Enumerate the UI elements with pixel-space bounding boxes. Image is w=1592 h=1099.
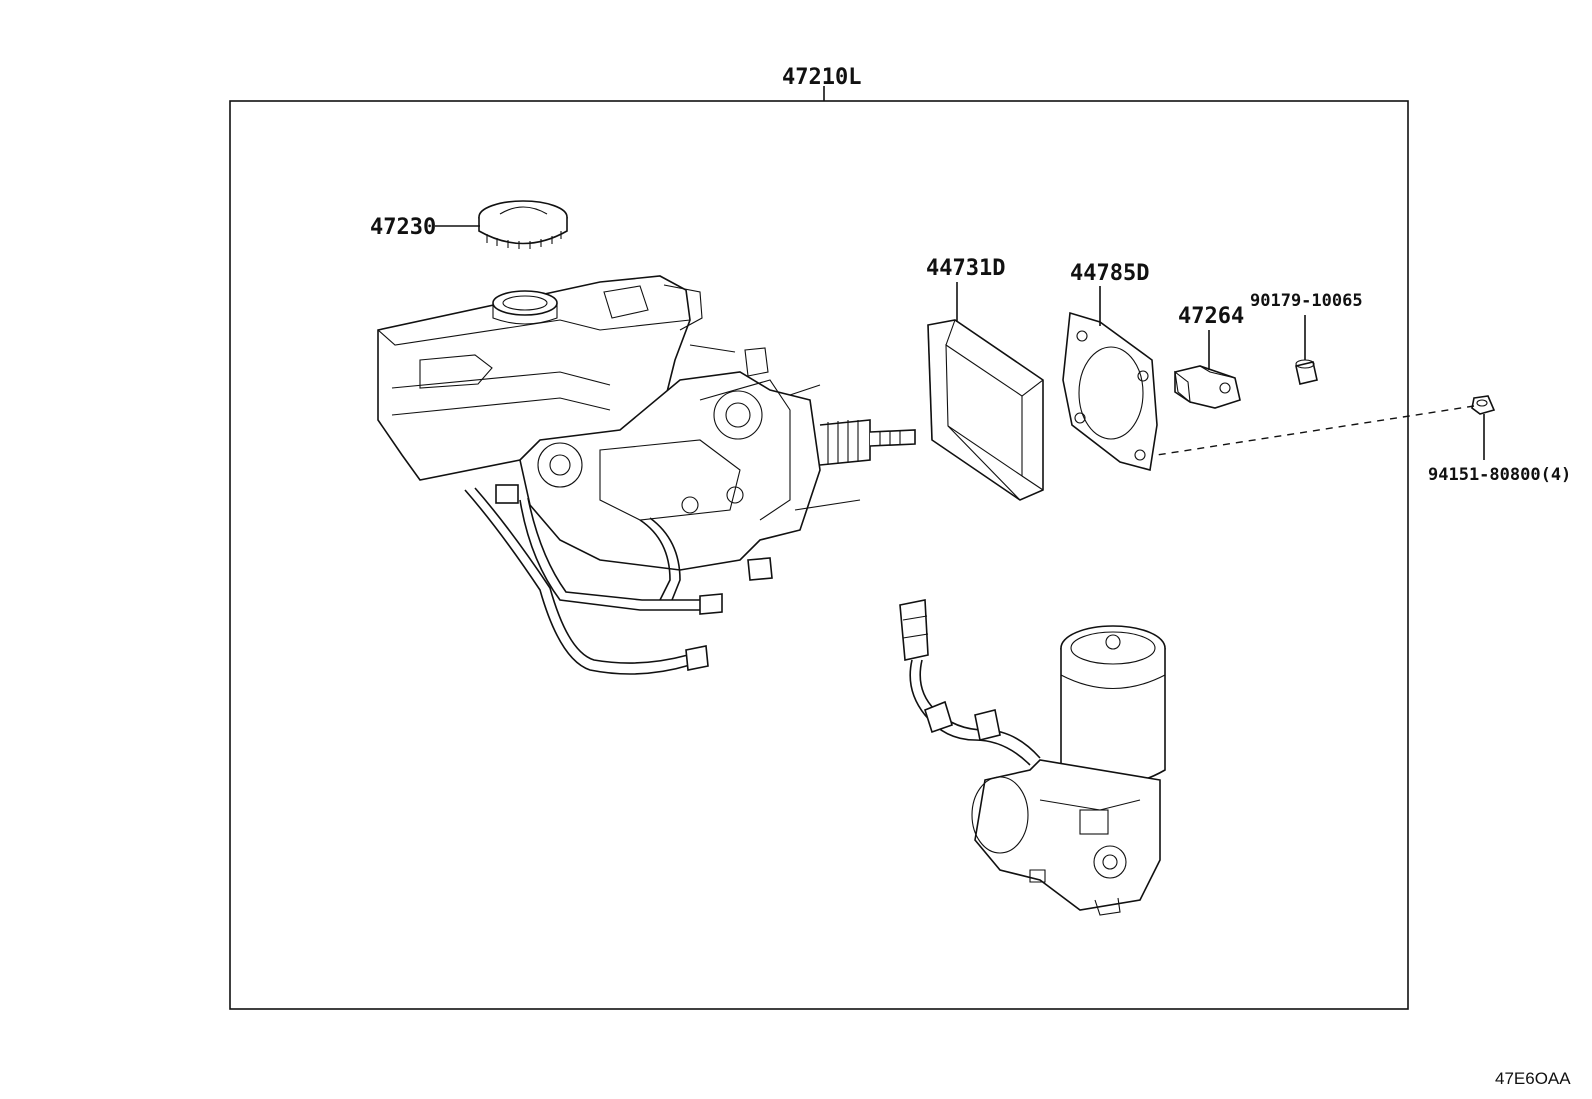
bolt-alignment-line: [1156, 405, 1475, 456]
assembly-label[interactable]: 47210L: [782, 65, 861, 90]
reservoir-cap-label[interactable]: 47230: [370, 215, 436, 240]
gasket-label[interactable]: 44785D: [1070, 261, 1149, 286]
seal-frame-part[interactable]: [927, 319, 1044, 501]
bolt-part[interactable]: [1471, 395, 1496, 415]
bolt-label[interactable]: 94151-80800(4): [1428, 465, 1571, 485]
seal-frame-label[interactable]: 44731D: [926, 256, 1005, 281]
gasket-part[interactable]: [1062, 311, 1158, 472]
bushing-part[interactable]: [1295, 359, 1318, 385]
bracket-label[interactable]: 47264: [1178, 304, 1244, 329]
pump-motor-assembly: [899, 599, 1166, 916]
brake-booster-assembly: [377, 275, 916, 675]
bushing-label[interactable]: 90179-10065: [1250, 291, 1363, 311]
reservoir-cap-part[interactable]: [478, 200, 568, 249]
assembly-frame: [229, 100, 1409, 1010]
diagram-reference-code: 47E6OAA: [1495, 1069, 1571, 1088]
bracket-part[interactable]: [1174, 365, 1241, 409]
